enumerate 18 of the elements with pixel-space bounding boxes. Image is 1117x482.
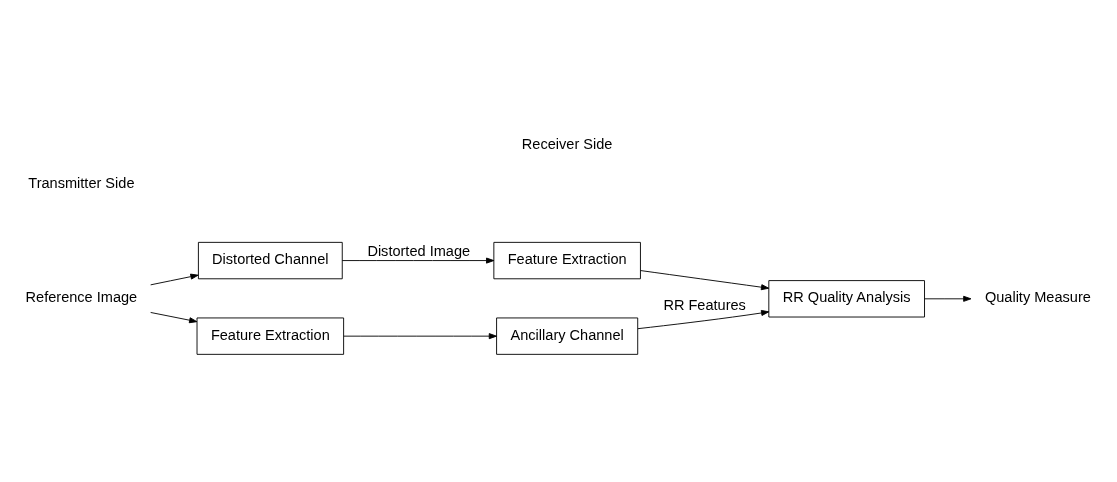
arrow <box>150 273 199 286</box>
arrow <box>150 312 198 324</box>
node-text: Quality Measure <box>984 289 1091 306</box>
node-box: RR Quality Analysis <box>768 280 925 318</box>
node-box: Feature Extraction <box>493 241 641 280</box>
node-box: Ancillary Channel <box>496 317 639 355</box>
arrow <box>637 309 770 330</box>
arrow <box>640 270 770 291</box>
label: Transmitter Side <box>28 174 135 191</box>
node-box: Distorted Channel <box>197 241 343 280</box>
arrow <box>343 333 497 340</box>
node-box: Feature Extraction <box>196 317 345 355</box>
edge-label: Distorted Image <box>367 242 471 259</box>
node-text: Reference Image <box>25 289 138 306</box>
arrow <box>341 257 495 264</box>
edge-label: RR Features <box>663 297 746 314</box>
arrow <box>924 295 972 302</box>
label: Receiver Side <box>521 136 613 153</box>
